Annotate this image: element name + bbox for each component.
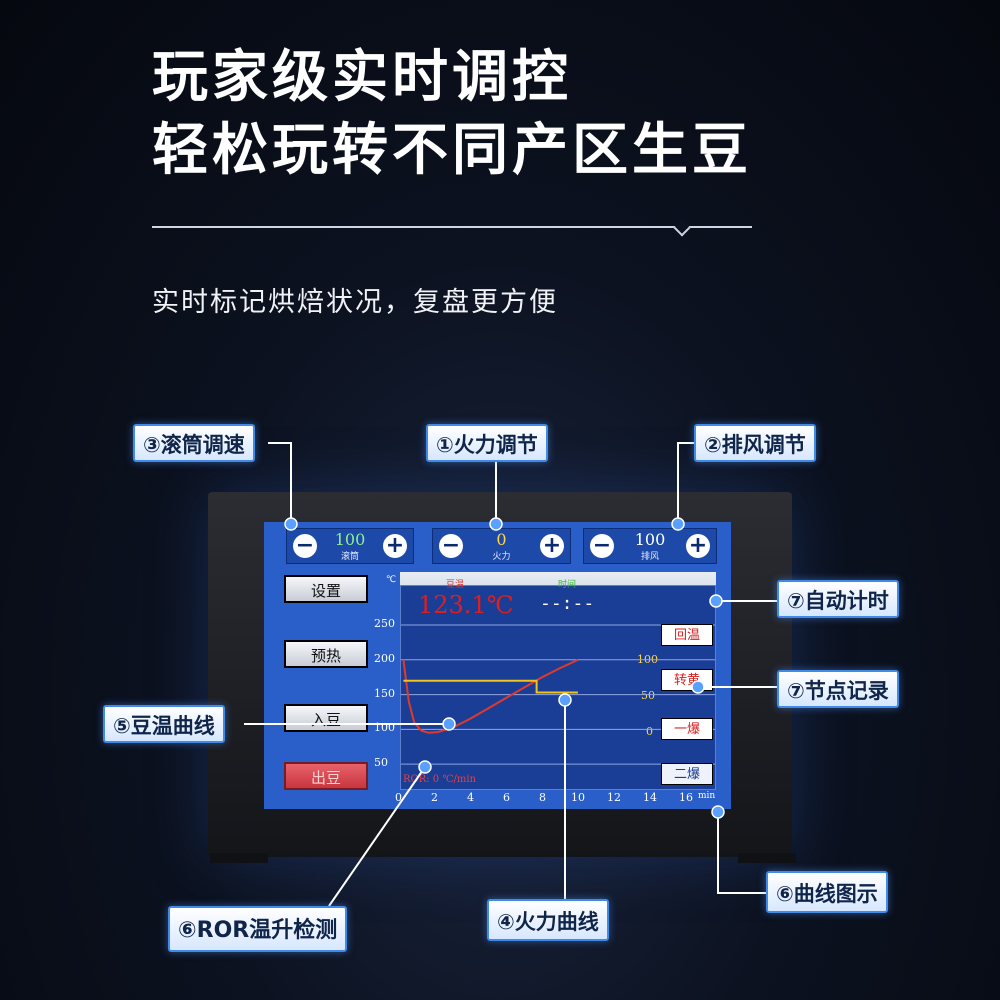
- fan-value: 100: [634, 530, 666, 549]
- preheat-button[interactable]: 预热: [284, 640, 368, 668]
- fire-minus-button[interactable]: −: [439, 534, 463, 558]
- fan-label: 排风: [640, 552, 659, 562]
- x-tick-label: 4: [467, 791, 474, 804]
- x-tick-label: 12: [607, 791, 621, 804]
- fan-control: − 100 排风 +: [583, 528, 717, 564]
- fire-axis-tick: 50: [641, 689, 655, 702]
- time-value: --:--: [540, 593, 595, 614]
- x-tick-label: 2: [431, 791, 438, 804]
- callout-drum-speed: ③滚筒调速: [133, 424, 255, 462]
- headline-line-1: 玩家级实时调控: [152, 45, 572, 110]
- fire-power-label: 火力: [492, 552, 511, 562]
- y-tick-label: 50: [374, 756, 388, 770]
- device-foot-left: [210, 853, 268, 863]
- y-tick-label: 200: [374, 651, 395, 665]
- turnaround-node-button[interactable]: 回温: [661, 624, 713, 646]
- fire-axis-tick: 0: [646, 725, 653, 738]
- series-line: [402, 658, 579, 734]
- series-line: [403, 679, 578, 694]
- drum-speed-value: 100: [334, 530, 366, 549]
- first-crack-node-button[interactable]: 一爆: [661, 718, 713, 740]
- drum-speed-control: − 100 滚筒 +: [286, 528, 414, 564]
- device-foot-right: [738, 853, 796, 863]
- callout-curve-legend: ⑥曲线图示: [766, 871, 888, 913]
- x-tick-label: 10: [571, 791, 585, 804]
- fire-plus-button[interactable]: +: [540, 534, 564, 558]
- ror-readout: ROR: 0 ℃/min: [403, 774, 477, 785]
- subtitle: 实时标记烘焙状况，复盘更方便: [152, 287, 558, 318]
- bean-temp-label: 豆温: [446, 580, 465, 590]
- callout-auto-timer: ⑦自动计时: [777, 580, 899, 618]
- x-tick-label: 14: [643, 791, 657, 804]
- x-tick-label: 6: [503, 791, 510, 804]
- callout-fire-adjust: ①火力调节: [426, 424, 548, 462]
- callout-fan-adjust: ②排风调节: [694, 424, 816, 462]
- y-tick-label: 250: [374, 617, 395, 630]
- fire-power-value: 0: [496, 530, 507, 549]
- yellowing-node-button[interactable]: 转黄: [661, 669, 713, 691]
- fan-minus-button[interactable]: −: [590, 534, 614, 558]
- drum-minus-button[interactable]: −: [293, 534, 317, 558]
- y-tick-label: 150: [374, 686, 395, 700]
- drum-plus-button[interactable]: +: [383, 534, 407, 558]
- callout-fire-curve: ④火力曲线: [487, 899, 609, 941]
- callout-node-record: ⑦节点记录: [777, 670, 899, 708]
- x-tick-label: 16: [679, 791, 693, 804]
- temp-axis-unit: ℃: [386, 575, 397, 585]
- callout-ror-detect: ⑥ROR温升检测: [168, 906, 348, 952]
- time-label: 时间: [558, 580, 577, 590]
- headline-line-2: 轻松玩转不同产区生豆: [152, 118, 752, 183]
- second-crack-node-button[interactable]: 二爆: [661, 763, 713, 785]
- fire-power-control: − 0 火力 +: [432, 528, 571, 564]
- drum-speed-label: 滚筒: [340, 552, 359, 562]
- x-axis-unit: min: [698, 791, 716, 801]
- divider: [152, 226, 752, 228]
- x-tick-label: 8: [539, 791, 546, 804]
- callout-bean-temp-curve: ⑤豆温曲线: [103, 705, 225, 743]
- bean-temp-value: 123.1℃: [418, 591, 514, 619]
- fan-plus-button[interactable]: +: [686, 534, 710, 558]
- settings-button[interactable]: 设置: [284, 575, 368, 603]
